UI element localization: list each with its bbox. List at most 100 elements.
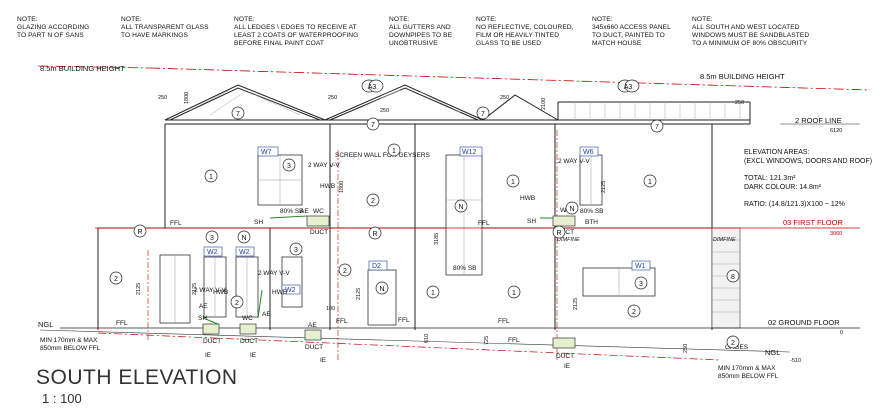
drawing-title: SOUTH ELEVATION [36,366,238,389]
duct-note-left-1: MIN 170mm & MAX [40,337,98,344]
dimension-labels: 250 250 250 250 250 1800 2125 2125 2125 … [136,92,744,353]
svg-text:WC: WC [242,315,253,322]
svg-text:W2: W2 [285,287,296,294]
roof [164,84,751,125]
area-ratio: RATIO: (14.8/121.3)X100 ~ 12% [744,201,845,208]
svg-text:250: 250 [735,100,744,106]
svg-text:2125: 2125 [573,298,579,310]
svg-text:2 WAY V-V: 2 WAY V-V [558,158,590,165]
svg-text:NGL: NGL [765,348,780,357]
svg-text:2125: 2125 [601,181,607,193]
svg-text:80% SB: 80% SB [453,265,477,272]
svg-text:SH: SH [527,218,536,225]
svg-text:8: 8 [731,274,735,281]
note-transparent-glass: NOTE:ALL TRANSPARENT GLASS TO HAVE MARKI… [121,16,209,39]
brick-column [711,227,741,329]
svg-text:250: 250 [500,95,509,101]
svg-text:SCREEN WALL FOR GEYSERS: SCREEN WALL FOR GEYSERS [335,152,431,159]
note-ledges: NOTE:ALL LEDGES \ EDGES TO RECEIVE AT LE… [234,16,359,47]
svg-text:IE: IE [320,357,327,364]
elevation-areas: ELEVATION AREAS: (EXCL WINDOWS, DOORS AN… [744,148,872,209]
level-labels: 2 ROOF LINE 6120 03 FIRST FLOOR 3060 02 … [38,116,843,364]
svg-text:1: 1 [648,179,652,186]
building-height-line [149,67,871,91]
svg-text:N: N [569,206,574,213]
svg-text:DUCT: DUCT [203,338,221,345]
svg-text:3: 3 [287,163,291,170]
svg-text:IE: IE [564,363,571,370]
duct-note-left-2: 850mm BELOW FFL [40,345,101,352]
svg-text:1: 1 [511,179,515,186]
svg-text:80% SB: 80% SB [580,208,604,215]
svg-text:R: R [372,231,377,238]
svg-text:7: 7 [655,124,659,131]
svg-text:2: 2 [731,340,735,347]
svg-text:250: 250 [380,108,389,114]
material-tags [109,79,740,349]
svg-text:W6: W6 [583,149,594,156]
svg-text:03 FIRST FLOOR: 03 FIRST FLOOR [783,218,843,227]
svg-text:A3: A3 [368,84,377,91]
svg-text:GAGES: GAGES [725,344,749,351]
svg-text:2 WAY V-V: 2 WAY V-V [194,287,226,294]
svg-text:WC: WC [313,208,324,215]
svg-text:N: N [379,286,384,293]
note-glazing: NOTE:GLAZING ACCORDING TO PART N OF SANS [17,16,90,39]
svg-text:FFL: FFL [398,317,410,324]
svg-text:BTH: BTH [585,219,598,226]
svg-text:2125: 2125 [136,283,142,295]
svg-text:6120: 6120 [830,128,842,134]
note-south-west: NOTE:ALL SOUTH AND WEST LOCATED WINDOWS … [692,16,810,47]
svg-text:AE: AE [300,208,309,215]
svg-text:610: 610 [424,334,430,343]
svg-text:NGL: NGL [38,320,53,329]
svg-text:80% SB: 80% SB [280,208,304,215]
note-gutters: NOTE:ALL GUTTERS AND DOWNPIPES TO BE UNO… [389,16,453,47]
svg-text:7: 7 [236,111,240,118]
svg-text:FFL: FFL [170,220,182,227]
door-d2 [367,269,397,326]
material-tag-labels: A3 A3 7 7 7 7 1 1 1 1 1 1 2 2 2 2 2 2 N … [114,84,735,347]
svg-text:7: 7 [481,111,485,118]
svg-text:2: 2 [235,300,239,307]
svg-text:1: 1 [392,148,396,155]
svg-text:N: N [241,235,246,242]
svg-text:2 WAY V-V: 2 WAY V-V [258,270,290,277]
svg-text:1800: 1800 [339,181,345,193]
svg-text:HWB: HWB [213,289,228,296]
svg-text:DUCT: DUCT [556,353,574,360]
svg-text:DUCT: DUCT [310,229,328,236]
window-w2c [281,256,303,308]
pipes [202,215,553,325]
duct-note-right-2: 850mm BELOW FFL [718,373,779,380]
svg-text:A3: A3 [624,84,633,91]
svg-text:1800: 1800 [184,92,190,104]
building-height-label-right: 8.5m BUILDING HEIGHT [700,72,785,81]
notes-row: NOTE:GLAZING ACCORDING TO PART N OF SANS… [0,0,890,60]
svg-text:W12: W12 [462,149,477,156]
svg-text:W1: W1 [635,263,646,270]
svg-text:-510: -510 [790,358,801,364]
svg-text:R: R [556,230,561,237]
svg-text:2: 2 [114,276,118,283]
svg-text:3060: 3060 [830,231,842,237]
svg-text:N: N [458,204,463,211]
svg-text:3: 3 [210,235,214,242]
svg-text:2125: 2125 [192,283,198,295]
svg-text:FFL: FFL [508,337,520,344]
svg-text:7: 7 [371,122,375,129]
drawing-scale: 1 : 100 [42,391,82,406]
svg-text:DUCT: DUCT [305,344,323,351]
svg-text:DIMFINE: DIMFINE [713,237,736,243]
ducts [202,215,576,349]
svg-text:WC: WC [560,207,571,214]
area-total: TOTAL: 121.3m² [744,175,796,182]
svg-text:HWB: HWB [520,195,535,202]
svg-text:2 WAY V-V: 2 WAY V-V [308,162,340,169]
svg-text:FFL: FFL [478,220,490,227]
level-lines [39,123,860,361]
area-subheading: (EXCL WINDOWS, DOORS AND ROOF) [744,158,873,165]
svg-text:2100: 2100 [541,98,547,110]
svg-text:AE: AE [308,322,317,329]
